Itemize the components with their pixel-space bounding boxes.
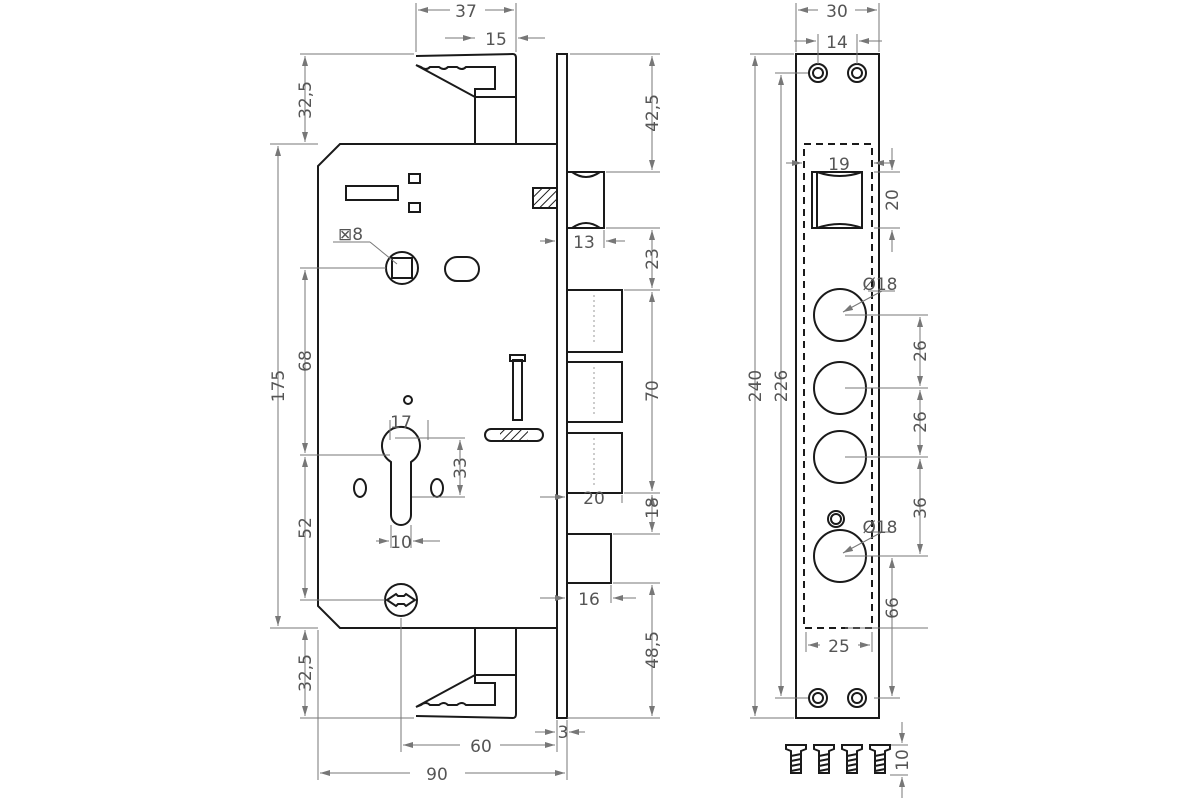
latch-hole xyxy=(811,171,863,229)
latch-bolt xyxy=(567,171,605,229)
dim-66: 66 xyxy=(883,597,903,619)
dim-68: 68 xyxy=(296,350,316,372)
strike-dimension-labels: 30 14 240 226 19 20 Ø18 26 26 36 Ø18 66 … xyxy=(746,2,931,771)
dim-25: 25 xyxy=(828,637,850,657)
dim-48-5: 48,5 xyxy=(643,631,663,669)
bottom-hook xyxy=(415,627,517,720)
dim-17: 17 xyxy=(390,413,412,433)
mounting-holes xyxy=(808,63,867,708)
cylinder-hole xyxy=(381,425,421,526)
dim-18: 18 xyxy=(643,497,663,519)
dim-dia-18-bottom: Ø18 xyxy=(862,518,897,538)
dim-20: 20 xyxy=(583,489,605,509)
dim-14: 14 xyxy=(826,33,848,53)
dim-23: 23 xyxy=(643,248,663,270)
top-hook xyxy=(415,52,517,145)
dim-26-b: 26 xyxy=(911,411,931,433)
deadbolt-2 xyxy=(566,361,623,423)
spindle-hole xyxy=(385,251,419,285)
dim-26-a: 26 xyxy=(911,340,931,362)
strike-plate xyxy=(795,53,880,719)
dim-52: 52 xyxy=(296,517,316,539)
slot xyxy=(444,256,480,282)
small-bolt xyxy=(566,533,612,584)
dim-square-8: ⊠8 xyxy=(338,225,363,245)
dim-60: 60 xyxy=(470,737,492,757)
dim-30: 30 xyxy=(826,2,848,22)
lock-body xyxy=(317,52,623,720)
dim-90: 90 xyxy=(426,765,448,785)
dim-19: 19 xyxy=(828,155,850,175)
dim-42-5: 42,5 xyxy=(643,94,663,132)
lock-dimension-labels: 37 15 32,5 42,5 ⊠8 13 23 175 68 70 17 33… xyxy=(269,2,663,785)
dim-3: 3 xyxy=(558,723,569,743)
screw xyxy=(384,583,418,617)
strike-dimensions xyxy=(750,3,928,798)
dim-33: 33 xyxy=(451,457,471,479)
dim-36: 36 xyxy=(911,497,931,519)
dim-32-5-top: 32,5 xyxy=(296,81,316,119)
dim-70: 70 xyxy=(643,380,663,402)
dim-37: 37 xyxy=(455,2,477,22)
dim-13: 13 xyxy=(573,233,595,253)
dim-20-latch: 20 xyxy=(883,189,903,211)
deadbolt-3 xyxy=(566,432,623,494)
screws xyxy=(785,744,891,774)
dim-dia-18-top: Ø18 xyxy=(862,275,897,295)
deadbolt-1 xyxy=(566,289,623,353)
dim-15: 15 xyxy=(485,30,507,50)
dim-175: 175 xyxy=(269,370,289,402)
faceplate xyxy=(556,53,568,719)
dim-10-slot: 10 xyxy=(390,533,412,553)
dim-16: 16 xyxy=(578,590,600,610)
dim-32-5-bottom: 32,5 xyxy=(296,654,316,692)
dim-240: 240 xyxy=(746,370,766,402)
lock-dimensions xyxy=(270,3,660,780)
latch-spring xyxy=(532,187,558,209)
dim-226: 226 xyxy=(772,370,792,402)
dim-10-screw: 10 xyxy=(893,749,913,771)
